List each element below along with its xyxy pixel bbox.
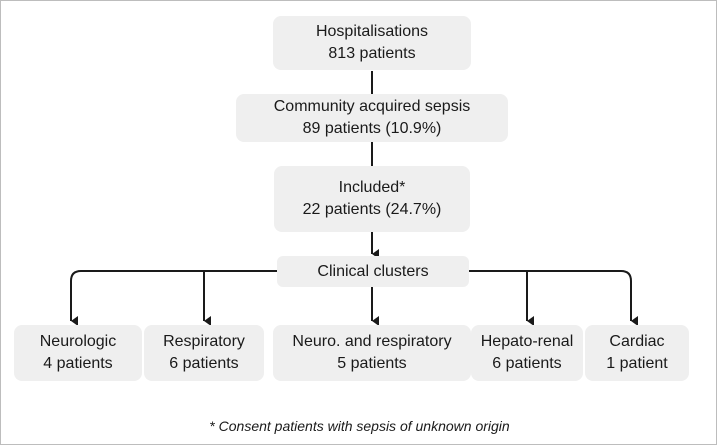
included-title: Included* bbox=[338, 179, 406, 196]
box-cluster-cardiac: Cardiac 1 patient bbox=[585, 325, 689, 381]
box-included: Included* 22 patients (24.7%) bbox=[274, 166, 470, 232]
cardiac-count: 1 patient bbox=[606, 355, 668, 372]
neuro-respiratory-title: Neuro. and respiratory bbox=[292, 333, 452, 350]
cardiac-title: Cardiac bbox=[609, 333, 665, 350]
included-count: 22 patients (24.7%) bbox=[302, 201, 442, 218]
branch-right-arm bbox=[469, 270, 638, 326]
neuro-respiratory-count: 5 patients bbox=[337, 355, 407, 372]
box-cluster-neurologic: Neurologic 4 patients bbox=[14, 325, 142, 381]
respiratory-count: 6 patients bbox=[169, 355, 239, 372]
neurologic-title: Neurologic bbox=[39, 333, 117, 350]
box-cluster-hepato-renal: Hepato-renal 6 patients bbox=[471, 325, 583, 381]
box-hospitalisations: Hospitalisations 813 patients bbox=[273, 16, 471, 70]
hepato-renal-count: 6 patients bbox=[492, 355, 562, 372]
neurologic-count: 4 patients bbox=[43, 355, 113, 372]
clusters-title: Clinical clusters bbox=[317, 262, 429, 280]
box-clinical-clusters: Clinical clusters bbox=[277, 256, 469, 287]
branch-left-arm bbox=[70, 270, 277, 326]
hepato-renal-title: Hepato-renal bbox=[480, 333, 574, 350]
hospitalisations-count: 813 patients bbox=[328, 45, 416, 62]
sepsis-count: 89 patients (10.9%) bbox=[302, 120, 442, 137]
box-cluster-respiratory: Respiratory 6 patients bbox=[144, 325, 264, 381]
box-cluster-neuro-respiratory: Neuro. and respiratory 5 patients bbox=[273, 325, 471, 381]
respiratory-title: Respiratory bbox=[163, 333, 245, 350]
hospitalisations-title: Hospitalisations bbox=[315, 23, 429, 40]
sepsis-title: Community acquired sepsis bbox=[273, 98, 471, 115]
footnote: * Consent patients with sepsis of unknow… bbox=[209, 418, 510, 434]
box-community-sepsis: Community acquired sepsis 89 patients (1… bbox=[236, 94, 508, 142]
